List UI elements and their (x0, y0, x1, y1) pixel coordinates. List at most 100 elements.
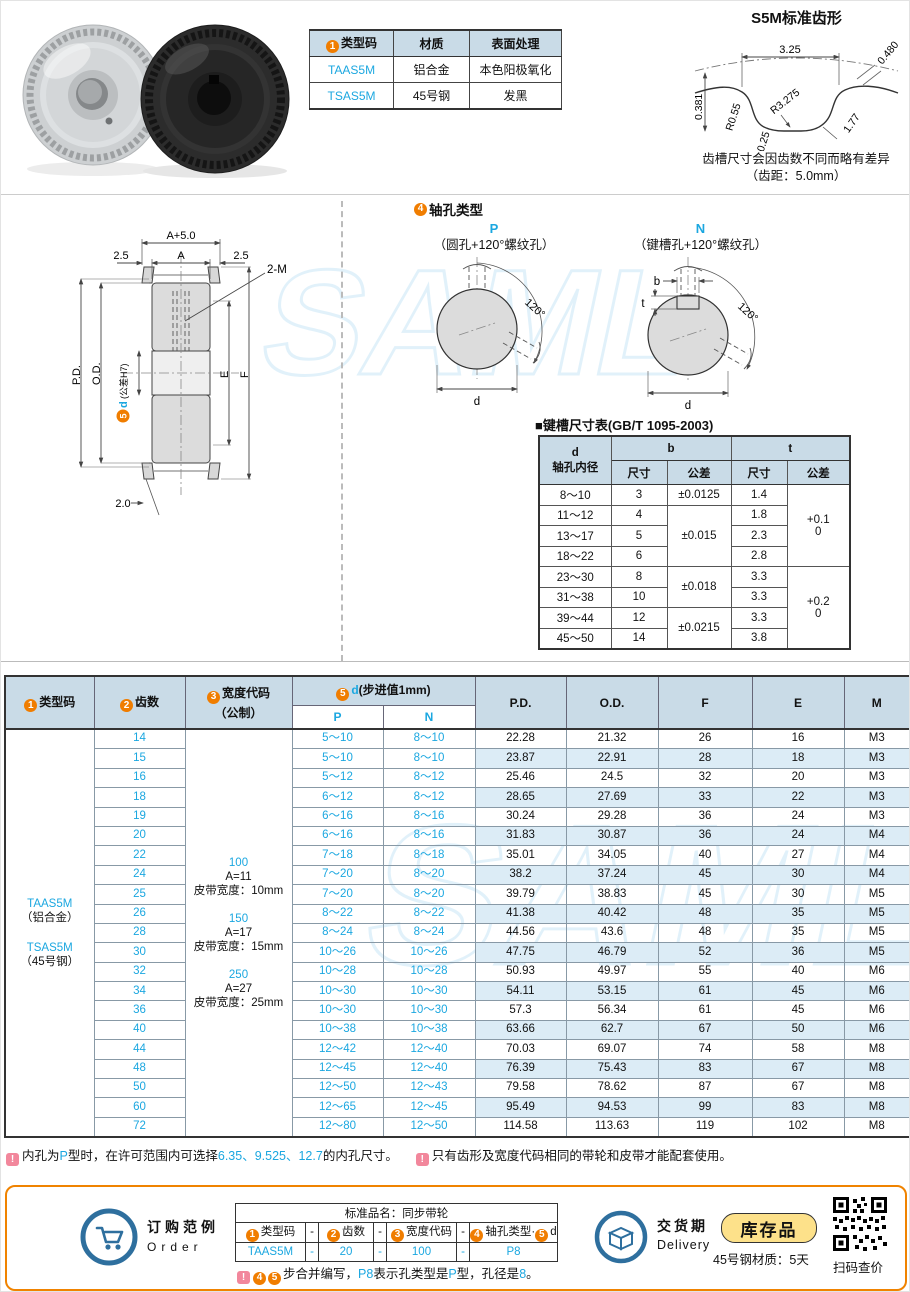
pitch-diameter: 39.79 (474, 884, 567, 905)
d-range-n: 8～12 (382, 787, 476, 808)
header-od: O.D. (565, 675, 659, 730)
dim-f: 74 (657, 1039, 753, 1060)
dim-pd: P.D. (71, 365, 83, 385)
outer-diameter: 69.07 (565, 1039, 659, 1060)
screw-size: M3 (843, 767, 909, 789)
type-code-cell: TAAS5M（铝合金）TSAS5M（45号钢） (4, 728, 95, 1138)
teeth-count: 22 (93, 845, 186, 866)
dim-e: 50 (751, 1019, 845, 1041)
dim-bore-label: 5 d (公差H7) (116, 363, 130, 423)
dim-e: 22 (751, 787, 845, 808)
teeth-count: 14 (93, 728, 186, 750)
dim-f: 99 (657, 1097, 753, 1118)
d-range-p: 12～80 (291, 1116, 384, 1138)
dim-e: 45 (751, 981, 845, 1002)
dim-pitch-width: 3.25 (779, 44, 800, 56)
dim-f: 33 (657, 787, 753, 808)
outer-diameter: 49.97 (565, 961, 659, 983)
n-type-desc: （键槽孔+120°螺纹孔） (633, 238, 768, 252)
dim-e: 24 (751, 825, 845, 847)
outer-diameter: 75.43 (565, 1058, 659, 1080)
d-range-n: 8～10 (382, 728, 476, 750)
step2-icon: 2 (327, 1228, 340, 1242)
shaft-hole-n: N（键槽孔+120°螺纹孔） b t 120° (593, 221, 808, 420)
header-m: M (843, 675, 909, 730)
dim-e: 35 (751, 922, 845, 944)
dim-e: 58 (751, 1039, 845, 1060)
d-range-n: 8～20 (382, 884, 476, 905)
dim-total-width: A+5.0 (166, 230, 195, 242)
tooth-profile-note: 齿槽尺寸会因齿数不同而略有差异 （齿距：5.0mm） (702, 152, 890, 183)
d-range-n: 8～10 (382, 748, 476, 769)
pitch-diameter: 63.66 (474, 1019, 567, 1041)
screw-size: M6 (843, 1019, 909, 1041)
d-range-n: 12～40 (382, 1058, 476, 1080)
header-d-p: P (291, 705, 384, 730)
pitch-diameter: 57.3 (474, 1000, 567, 1021)
d-range-n: 8～24 (382, 922, 476, 944)
pitch-diameter: 23.87 (474, 748, 567, 769)
footnotes: 内孔为P型时，在许可范围内可选择6.35、9.525、12.7的内孔尺寸。 只有… (6, 1145, 732, 1166)
warning-icon (6, 1153, 19, 1166)
step5-icon: 5 (535, 1228, 549, 1242)
kw-t-tol: 公差 (786, 460, 851, 485)
divider (1, 194, 909, 195)
step3-icon: 3 (391, 1228, 404, 1242)
delivery-section-label: 交货期 Delivery (657, 1218, 711, 1252)
standard-product-name: 标准品名：同步带轮 (234, 1203, 559, 1223)
tooth-profile-title: S5M标准齿形 (751, 10, 842, 27)
n-type-label: N (695, 221, 706, 236)
pitch-diameter: 76.39 (474, 1058, 567, 1080)
dim-f: 32 (657, 767, 753, 789)
d-range-p: 12～65 (291, 1097, 384, 1118)
dim-f: 26 (657, 728, 753, 750)
kw-col-b: b (610, 435, 732, 461)
d-range-p: 12～50 (291, 1078, 384, 1099)
outer-diameter: 34.05 (565, 845, 659, 866)
header-pd: P.D. (474, 675, 567, 730)
dim-e: 30 (751, 884, 845, 905)
header-f: F (657, 675, 753, 730)
teeth-count: 28 (93, 922, 186, 944)
dim-f: 48 (657, 922, 753, 944)
svg-text:(公差H7): (公差H7) (118, 363, 129, 399)
dim-flange-thk: 2.0 (115, 498, 130, 510)
teeth-count: 15 (93, 748, 186, 769)
dim-belt-width: A (177, 250, 185, 262)
teeth-count: 44 (93, 1039, 186, 1060)
divider (1, 661, 909, 662)
pitch-diameter: 30.24 (474, 806, 567, 827)
step5-icon: 5 (336, 687, 350, 701)
dim-height: 0.381 (693, 94, 705, 120)
screw-size: M6 (843, 1000, 909, 1021)
materials-header-material: 材质 (393, 29, 470, 57)
pitch-diameter: 28.65 (474, 787, 567, 808)
teeth-count: 19 (93, 806, 186, 827)
d-range-p: 6～12 (291, 787, 384, 808)
d-range-n: 12～45 (382, 1097, 476, 1118)
dimension-drawing: 2-M A+5.0 A 2.5 2.5 P.D. O.D. (31, 213, 331, 528)
qr-code (831, 1195, 889, 1253)
screw-size: M5 (843, 884, 909, 905)
screw-size: M6 (843, 961, 909, 983)
dim-e: 24 (751, 806, 845, 827)
screw-size: M8 (843, 1078, 909, 1099)
